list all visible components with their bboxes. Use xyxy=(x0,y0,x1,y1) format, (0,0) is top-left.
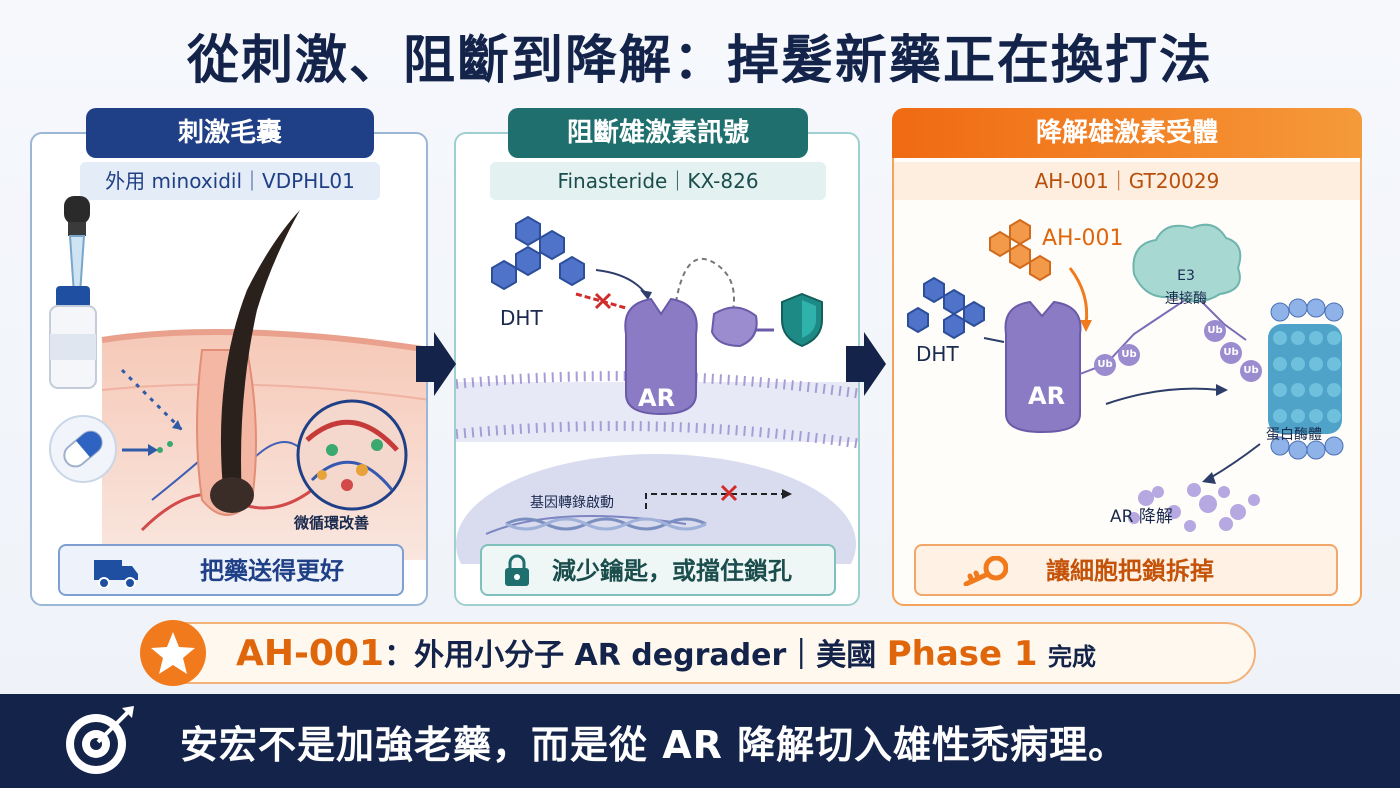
label-ar: AR xyxy=(1028,382,1066,410)
panel-bottom-box: 把藥送得更好 xyxy=(58,544,404,596)
dropper-icon xyxy=(64,196,90,311)
ub-tag: Ub xyxy=(1240,360,1262,382)
label-gene-transcription: 基因轉錄啟動 xyxy=(530,495,614,511)
arrow-right-icon xyxy=(416,332,456,396)
panel-subheading: Finasteride｜KX-826 xyxy=(490,162,826,200)
banner-text: 外用小分子 AR degrader｜美國 xyxy=(414,638,877,673)
truck-icon xyxy=(94,560,138,588)
panel-subheading: 外用 minoxidil｜VDPHL01 xyxy=(80,162,380,200)
label-ar: AR xyxy=(638,384,676,412)
panel-subheading: AH-001｜GT20029 xyxy=(894,162,1360,200)
label-dht: DHT xyxy=(500,306,543,330)
banner-drug: AH-001 xyxy=(236,633,385,674)
arrow-right-icon xyxy=(846,332,886,396)
banner-phase: Phase 1 xyxy=(886,634,1038,674)
panel-heading-wrap: 阻斷雄激素訊號 xyxy=(508,108,808,160)
bottom-box-label: 把藥送得更好 xyxy=(200,557,344,585)
panel-bottom-box: 讓細胞把鎖拆掉 xyxy=(914,544,1338,596)
panel-heading-stimulate: 刺激毛囊 xyxy=(86,108,374,158)
label-proteasome: 蛋白酶體 xyxy=(1266,427,1322,443)
panel-bottom-box: 減少鑰匙，或擋住鎖孔 xyxy=(480,544,836,596)
arrow-right-icon xyxy=(122,444,158,456)
ub-tag: Ub xyxy=(1094,354,1116,376)
bottom-box-label: 減少鑰匙，或擋住鎖孔 xyxy=(552,557,792,585)
label-e3-line2: 連接酶 xyxy=(1165,291,1207,307)
degradation-illustration xyxy=(907,218,1344,532)
key-icon xyxy=(963,556,1008,586)
lock-icon xyxy=(505,554,529,586)
ub-tag: Ub xyxy=(1118,344,1140,366)
ub-tag: Ub xyxy=(1204,320,1226,342)
label-e3-line1: E3 xyxy=(1177,268,1195,284)
target-icon xyxy=(66,706,134,774)
panel-block: Finasteride｜KX-826 xyxy=(454,132,860,606)
bottle-icon xyxy=(49,286,97,389)
shield-icon xyxy=(781,292,823,348)
receptor-block-illustration xyxy=(456,215,858,564)
panel-heading-degrade: 降解雄激素受體 xyxy=(892,108,1362,158)
hair-follicle-illustration xyxy=(101,210,426,560)
footer-bar: 安宏不是加強老藥，而是從 AR 降解切入雄性禿病理。 xyxy=(0,694,1400,788)
highlight-banner: AH-001：外用小分子 AR degrader｜美國 Phase 1 完成 xyxy=(140,620,1256,686)
label-ah001: AH-001 xyxy=(1042,226,1124,251)
label-ar-degraded: AR 降解 xyxy=(1110,507,1173,527)
panel-heading-wrap: 刺激毛囊 xyxy=(86,108,374,160)
panel-heading-wrap: 降解雄激素受體 xyxy=(892,108,1362,160)
footer-statement: 安宏不是加強老藥，而是從 AR 降解切入雄性禿病理。 xyxy=(180,723,1128,767)
ub-tag: Ub xyxy=(1220,342,1242,364)
banner-colon: ： xyxy=(384,638,415,673)
callout-microcirculation: 微循環改善 xyxy=(294,514,370,532)
banner-status: 完成 xyxy=(1048,643,1097,671)
bottom-box-label: 讓細胞把鎖拆掉 xyxy=(1046,557,1214,585)
panel-degrade: AH-001｜GT20029 xyxy=(892,132,1362,606)
page-title: 從刺激、阻斷到降解：掉髮新藥正在換打法 xyxy=(186,31,1213,91)
label-dht: DHT xyxy=(916,342,959,366)
star-icon xyxy=(140,620,206,686)
panel-stimulate: 外用 minoxidil｜VDPHL01 xyxy=(30,132,428,606)
panel-heading-block: 阻斷雄激素訊號 xyxy=(508,108,808,158)
capsule-icon xyxy=(49,415,117,483)
